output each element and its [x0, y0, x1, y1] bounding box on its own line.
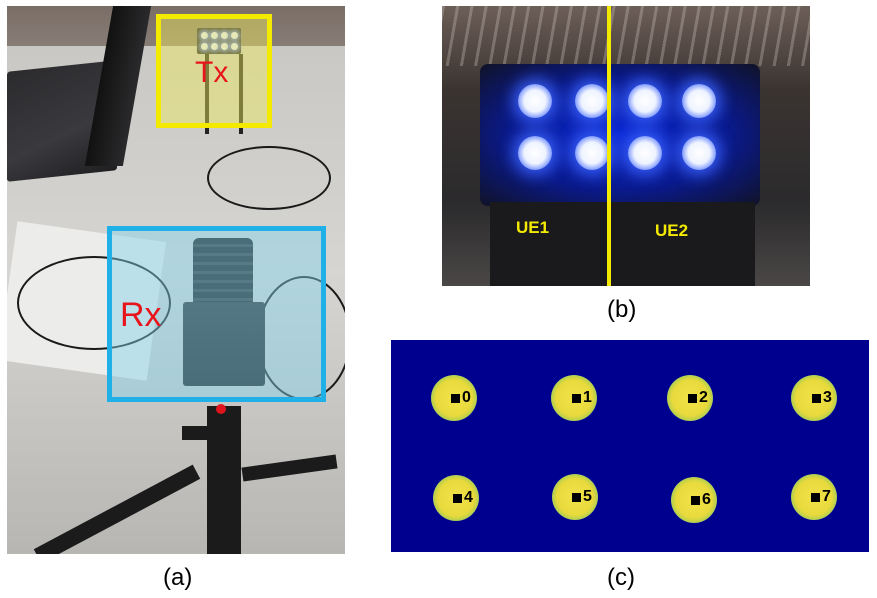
led: [518, 84, 552, 118]
red-indicator: [216, 404, 226, 414]
spot-marker: [572, 493, 581, 502]
tx-label: Tx: [195, 56, 229, 89]
rx-highlight-box: [107, 226, 326, 402]
transmitter-board: [197, 28, 241, 54]
camera-lens: [193, 238, 253, 310]
led-board: [480, 64, 760, 206]
spot-marker: [572, 394, 581, 403]
spot-marker: [691, 496, 700, 505]
led: [628, 136, 662, 170]
lab-setup-photo: [7, 6, 345, 554]
tripod-leg: [182, 426, 222, 440]
led: [682, 136, 716, 170]
transmitter-stand: [205, 54, 243, 134]
led: [575, 84, 609, 118]
cable: [17, 256, 171, 350]
spot-label: 0: [462, 389, 471, 406]
spot-marker: [451, 394, 460, 403]
spot-label: 5: [583, 488, 592, 505]
spot-label: 4: [464, 489, 473, 506]
board-base: [490, 202, 755, 286]
cable: [207, 146, 331, 210]
spot-label: 6: [702, 491, 711, 508]
ue1-label: UE1: [516, 218, 550, 237]
ue-divider-line: [607, 6, 611, 286]
spot-label: 7: [822, 488, 831, 505]
ue2-label: UE2: [655, 221, 689, 240]
spot-marker: [811, 493, 820, 502]
camera-body: [183, 302, 265, 386]
spot-marker: [453, 494, 462, 503]
spot-marker: [688, 394, 697, 403]
led: [682, 84, 716, 118]
spot-label: 3: [823, 389, 832, 406]
spot-marker: [812, 394, 821, 403]
caption-c: (c): [607, 564, 635, 591]
caption-a: (a): [163, 564, 193, 591]
led: [628, 84, 662, 118]
rx-label: Rx: [120, 296, 162, 334]
spot-label: 2: [699, 389, 708, 406]
led: [575, 136, 609, 170]
led-closeup-photo: [442, 6, 810, 286]
spot-label: 1: [583, 389, 592, 406]
wires: [442, 6, 810, 66]
received-image-panel: 0 1 2 3 4 5 6 7: [391, 340, 869, 552]
caption-b: (b): [607, 296, 637, 323]
led: [518, 136, 552, 170]
tx-highlight-box: [156, 14, 272, 128]
